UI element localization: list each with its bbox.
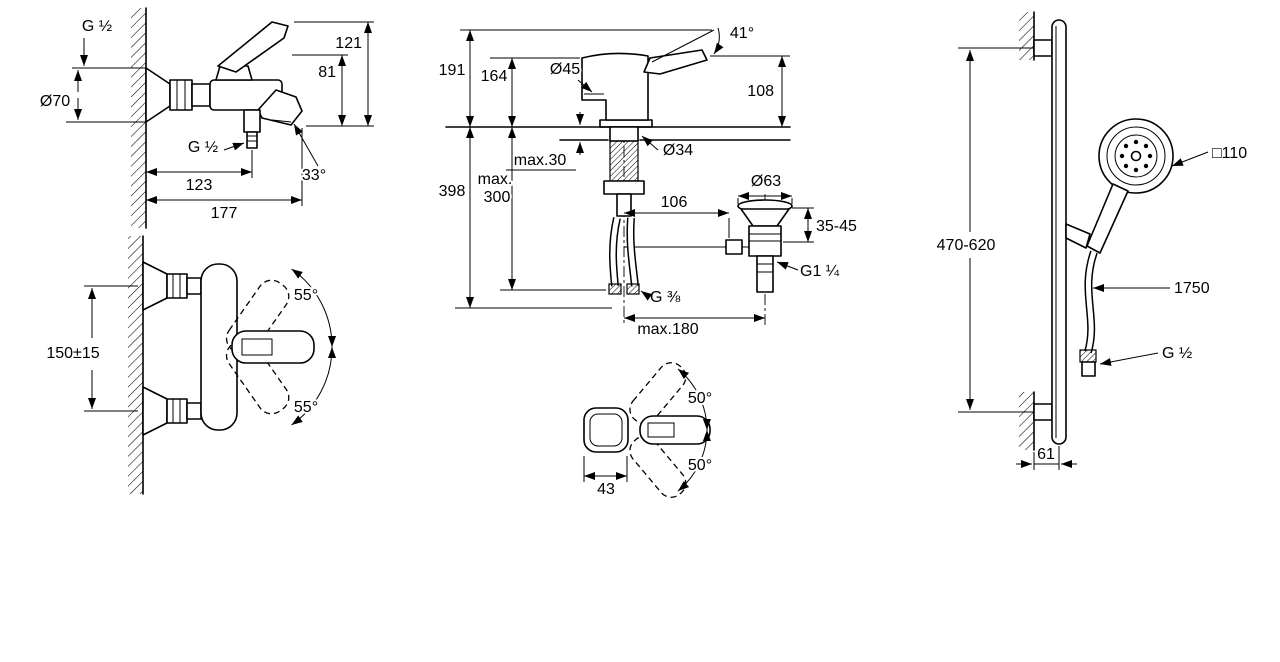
dim-waste-thread: G1 ¼: [800, 263, 840, 280]
rod-clamp: [725, 239, 743, 255]
leader-g-bottom: [223, 142, 245, 151]
bracket-top: [1033, 39, 1053, 57]
lever-handle: [639, 415, 711, 445]
escutcheon-bottom: [142, 386, 168, 436]
wall-hatch-bottom: [1019, 392, 1034, 450]
hose-fitting-left: [608, 283, 622, 295]
bath-mixer-front-view: 55° 55° 150±15: [44, 235, 337, 495]
dim-head-size: □110: [1212, 145, 1247, 162]
escutcheon-top: [142, 261, 168, 311]
dim-height-total: 121: [335, 35, 362, 52]
dim-inlet-distance: 150±15: [46, 345, 99, 362]
diverter: [243, 109, 261, 133]
lever-handle: [217, 21, 289, 73]
connector: [191, 83, 211, 107]
dim-hole-diameter: Ø34: [663, 142, 693, 159]
nut-bottom: [166, 398, 188, 424]
wall-hatch: [131, 8, 146, 228]
dim-hose-thread: G ½: [1162, 345, 1192, 362]
shower-rail-view: □110 470-620 1750 G ½ 61: [935, 11, 1249, 470]
dim-hose-thread: G ⅜: [650, 289, 681, 306]
dim-height-body: 81: [318, 64, 336, 81]
dim-body-depth: 43: [597, 481, 615, 498]
dim-swing-bottom: 50°: [688, 457, 712, 474]
basin-mixer-view: 41° Ø45 191 164 398 max. 300 108 max.30 …: [437, 23, 859, 340]
mounting-nut: [603, 180, 645, 195]
spray-nozzles: [1119, 139, 1153, 173]
bracket-bottom: [1033, 403, 1053, 421]
dim-waste-clamp-range: 35-45: [816, 218, 857, 235]
dim-g-thread-bottom: G ½: [188, 139, 218, 156]
waste-tailpipe: [756, 255, 774, 293]
swing-arc-top: [291, 268, 337, 348]
spout: [257, 89, 303, 126]
wall-hatch: [128, 236, 143, 494]
dim-height-lever-open: 191: [439, 62, 466, 79]
escutcheon: [145, 67, 171, 123]
leader-33: [293, 123, 319, 167]
lever-open-position: [651, 29, 715, 63]
basin-mixer-top-view: 50° 50° 43: [583, 362, 714, 500]
hose-nut: [1081, 361, 1096, 377]
lever-handle: [231, 330, 315, 364]
swing-arc-bottom: [677, 429, 711, 492]
dim-swing-top: 55°: [294, 287, 318, 304]
lever-swing-up: [629, 362, 687, 425]
dim-swing-top: 50°: [688, 390, 712, 407]
glide-holder: [1065, 223, 1091, 249]
bath-mixer-side-view: G ½ Ø70 81 121 123 177 G ½ 33°: [38, 7, 374, 229]
hose-knurl: [1079, 349, 1097, 363]
dim-rail-range: 470-620: [937, 237, 996, 254]
dim-wall-offset: 61: [1037, 446, 1055, 463]
dim-max-reach: max.180: [637, 321, 698, 338]
dim-width-to-outlet: 123: [186, 177, 213, 194]
lever-swing-down: [629, 435, 687, 498]
lever-angle-arc: [713, 27, 724, 55]
dim-swing-bottom: 55°: [294, 399, 318, 416]
dim-deck-thickness: max.30: [514, 152, 567, 169]
waste-cone: [740, 208, 790, 227]
cartridge: [215, 65, 253, 81]
dim-spout-angle: 33°: [302, 167, 326, 184]
dim-escutcheon-diameter: Ø70: [40, 93, 70, 110]
swing-arc-top: [677, 368, 711, 431]
dim-max-hose-2: 300: [484, 189, 511, 206]
shower-rail: [1051, 19, 1067, 445]
dim-waste-diameter: Ø63: [751, 173, 781, 190]
shower-outlet: [246, 131, 258, 149]
union-nut: [169, 79, 193, 111]
lever-handle: [643, 49, 708, 75]
dim-hose-length: 1750: [1174, 280, 1210, 297]
dim-g-thread-top: G ½: [82, 18, 112, 35]
shank: [609, 126, 639, 142]
nut-top: [166, 273, 188, 299]
swing-arc-bottom: [291, 346, 337, 426]
dim-lever-angle: 41°: [730, 25, 754, 42]
threaded-shank: [609, 140, 639, 182]
hose-fitting-right: [626, 283, 640, 295]
faucet-body: [583, 407, 629, 453]
faucet-body: [581, 52, 649, 121]
dim-aerator-diameter: Ø45: [550, 61, 580, 78]
dim-rod-offset: 106: [661, 194, 688, 211]
dim-max-hose-1: max.: [478, 171, 513, 188]
dim-total-projection: 177: [211, 205, 238, 222]
base-flange: [599, 119, 653, 128]
dim-height-lever: 164: [481, 68, 508, 85]
dim-height-total: 398: [439, 183, 466, 200]
dim-spout-height: 108: [747, 83, 774, 100]
wall-hatch-top: [1019, 12, 1034, 60]
shower-handle: [1086, 183, 1129, 254]
